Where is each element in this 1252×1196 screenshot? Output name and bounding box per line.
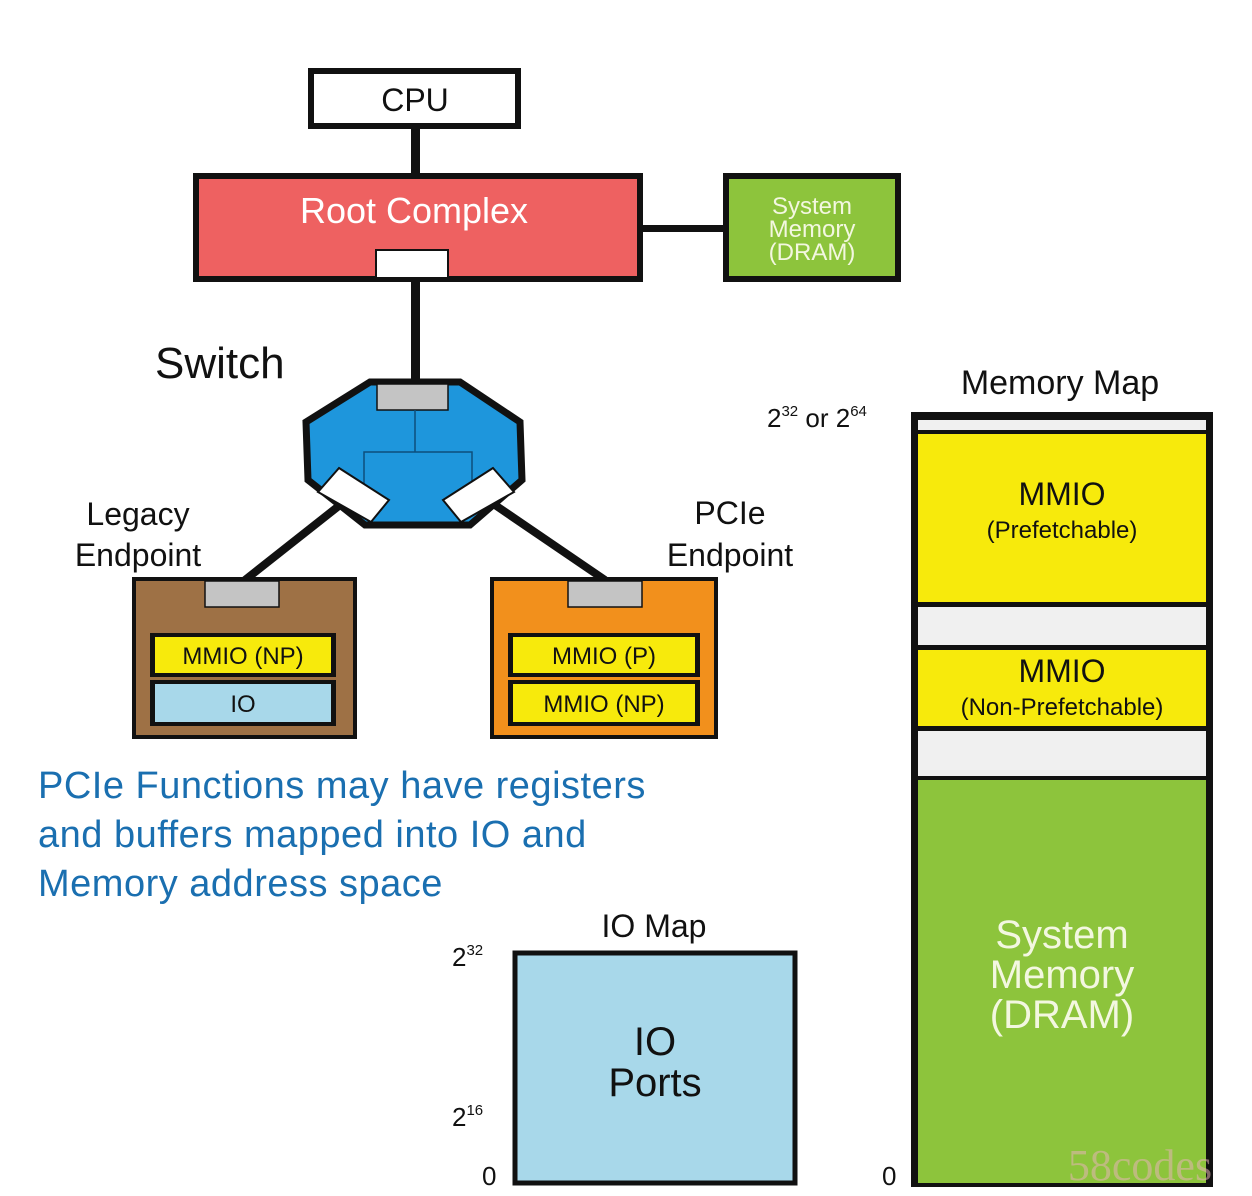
system-memory-line-2: Memory xyxy=(769,216,856,243)
memory-region-label: (Prefetchable) xyxy=(987,517,1138,544)
io-axis-mid: 216 xyxy=(452,1102,483,1132)
memory-region-label: MMIO xyxy=(1018,653,1105,689)
pcie-endpoint-block: MMIO (P) MMIO (NP) xyxy=(490,577,718,739)
legacy-endpoint-label-1: Legacy xyxy=(86,496,189,532)
system-memory-line-1: System xyxy=(772,193,852,220)
memory-region-mmio xyxy=(918,434,1206,602)
root-complex-label: Root Complex xyxy=(300,190,528,231)
watermark: 58codes xyxy=(1068,1141,1212,1190)
memory-region-mmio xyxy=(918,650,1206,726)
memory-region-label: System xyxy=(995,913,1128,957)
system-memory-block: System Memory (DRAM) xyxy=(723,173,901,282)
memory-region-label: Memory xyxy=(990,953,1134,997)
io-map-title: IO Map xyxy=(602,908,707,944)
description-line-2: and buffers mapped into IO and xyxy=(38,814,587,856)
memory-map-title: Memory Map xyxy=(961,364,1159,402)
root-port xyxy=(375,249,449,279)
memory-region-unused xyxy=(918,607,1206,645)
io-ports-label-2: Ports xyxy=(608,1061,701,1105)
cpu-root-link xyxy=(411,126,420,176)
switch-block xyxy=(302,378,526,529)
io-ports-region xyxy=(512,950,798,1186)
memory-map: Memory Map 232 or 264 0 MMIO (Prefetchabl… xyxy=(767,364,1213,1191)
legacy-register-io xyxy=(155,684,331,722)
memory-axis-bottom: 0 xyxy=(882,1161,896,1191)
io-map: IO Map IO Ports 232 216 0 xyxy=(452,908,798,1191)
memory-region-unused xyxy=(918,731,1206,776)
legacy-register-label-2: IO xyxy=(230,691,255,718)
description-line-3: Memory address space xyxy=(38,863,443,905)
memory-region-unused xyxy=(918,420,1206,430)
pcie-register-label-1: MMIO (P) xyxy=(552,643,656,670)
switch-label: Switch xyxy=(155,339,285,388)
cpu-label: CPU xyxy=(381,82,449,118)
io-axis-top: 232 xyxy=(452,942,483,972)
pcie-register-mmio-p xyxy=(513,637,695,673)
memory-axis-top: 232 or 264 xyxy=(767,403,867,433)
switch-downstream-port-left xyxy=(316,466,391,524)
description: PCIe Functions may have registers and bu… xyxy=(38,765,646,905)
memory-region-dram xyxy=(918,780,1206,1183)
switch-legacy-link xyxy=(242,501,343,584)
legacy-endpoint-port xyxy=(204,580,280,608)
switch-pcie-link xyxy=(492,501,608,584)
pcie-register-label-2: MMIO (NP) xyxy=(543,691,664,718)
pcie-endpoint-label-1: PCIe xyxy=(694,495,765,531)
legacy-endpoint-label-2: Endpoint xyxy=(75,537,201,573)
legacy-endpoint-block: MMIO (NP) IO xyxy=(132,577,357,739)
io-axis-bottom: 0 xyxy=(482,1161,496,1191)
memory-region-label: MMIO xyxy=(1018,476,1105,512)
switch-downstream-port-right xyxy=(441,466,516,524)
system-memory-line-3: (DRAM) xyxy=(769,239,856,266)
system-memory-rect xyxy=(723,173,901,282)
pcie-endpoint-port xyxy=(567,580,643,608)
io-ports-label-1: IO xyxy=(634,1020,676,1064)
root-memory-link xyxy=(640,225,726,232)
memory-region-label: (Non-Prefetchable) xyxy=(961,694,1164,721)
legacy-register-label-1: MMIO (NP) xyxy=(182,643,303,670)
switch-upstream-port xyxy=(376,383,449,411)
pcie-endpoint-label-2: Endpoint xyxy=(667,537,793,573)
memory-region-label: (DRAM) xyxy=(990,993,1134,1037)
legacy-register-mmio-np xyxy=(155,637,331,673)
root-complex-block: Root Complex xyxy=(193,173,643,282)
description-line-1: PCIe Functions may have registers xyxy=(38,765,646,807)
pcie-register-mmio-np xyxy=(513,684,695,722)
root-switch-link xyxy=(411,278,420,384)
cpu-block: CPU xyxy=(308,68,521,129)
connectors xyxy=(242,126,726,584)
switch-internal-bus-branch xyxy=(363,451,473,500)
